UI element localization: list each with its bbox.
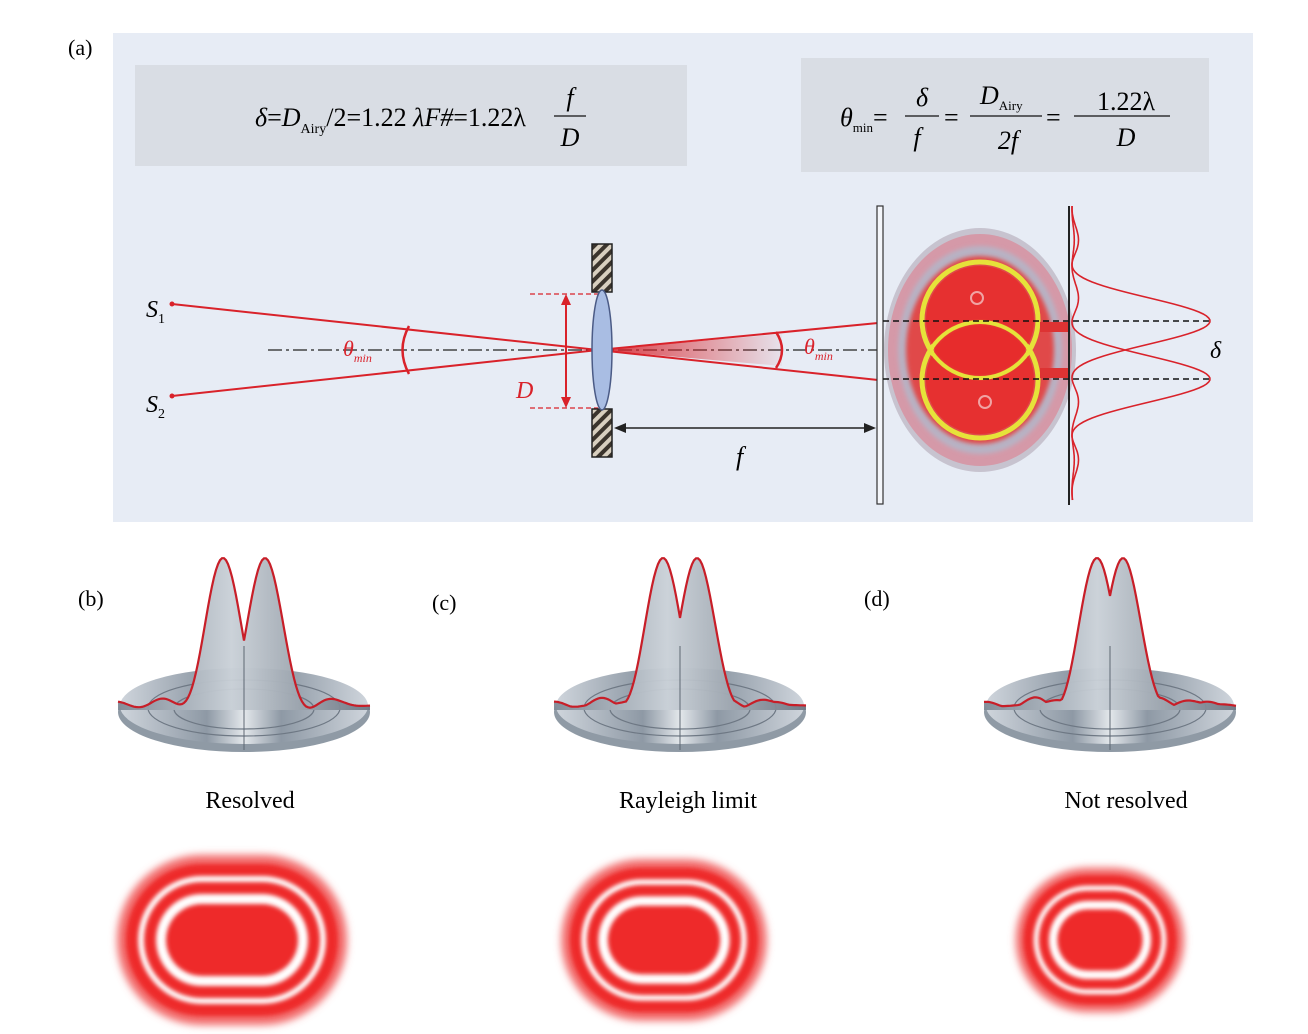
image-screen [876, 205, 884, 505]
panel-label-a: (a) [68, 35, 92, 60]
aperture-label: D [515, 378, 533, 404]
formula-right: θmin= δ f = DAiry 2f = 1.22λ D [840, 81, 1170, 155]
svg-text:δ: δ [916, 83, 929, 112]
surface-not-resolved [983, 557, 1237, 752]
airy-rings-rayleigh-limit [561, 859, 767, 1021]
source-s1-label: S1 [146, 297, 165, 327]
panel-label-c: (c) [432, 590, 456, 615]
intensity-profiles [1071, 205, 1211, 501]
svg-text:=: = [1046, 103, 1061, 132]
theta-min-left: θmin [343, 336, 372, 365]
theta-min-right: θmin [804, 334, 833, 363]
angle-arc-right [774, 331, 784, 369]
light-rays [171, 303, 879, 397]
svg-text:D: D [560, 123, 580, 152]
delta-label: δ [1210, 338, 1222, 364]
caption-resolved: Resolved [205, 788, 294, 814]
svg-text:f: f [566, 83, 577, 112]
caption-not-resolved: Not resolved [1064, 788, 1187, 814]
caption-rayleigh-limit: Rayleigh limit [619, 788, 757, 814]
aperture-stop-bottom [591, 408, 613, 458]
airy-pattern-image [884, 228, 1076, 472]
svg-text:2f: 2f [998, 126, 1022, 155]
angle-arc-left [401, 325, 411, 375]
aperture-arrow-bottom [561, 397, 571, 408]
svg-text:δ=DAiry/2=1.22 λF#=1.22λ: δ=DAiry/2=1.22 λF#=1.22λ [255, 103, 526, 137]
panel-label-d: (d) [864, 586, 890, 611]
surface-resolved [117, 557, 371, 752]
svg-text:f: f [913, 123, 924, 152]
airy-rings-resolved [117, 855, 347, 1025]
airy-rings-not-resolved [1015, 867, 1185, 1013]
svg-text:1.22λ: 1.22λ [1097, 87, 1156, 116]
surface-rayleigh-limit [553, 557, 807, 752]
formula-left: δ=DAiry/2=1.22 λF#=1.22λ f D [255, 83, 586, 152]
svg-text:DAiry: DAiry [979, 81, 1023, 113]
svg-text:=: = [944, 103, 959, 132]
formula-box-right [801, 58, 1209, 172]
svg-text:θmin=: θmin= [840, 103, 888, 135]
source-s2-label: S2 [146, 392, 165, 422]
ray-cone [598, 334, 782, 366]
panel-label-b: (b) [78, 586, 104, 611]
aperture-arrow-top [561, 294, 571, 305]
svg-text:D: D [1116, 123, 1136, 152]
focal-length-label: f [736, 442, 747, 471]
lens [591, 289, 613, 411]
formula-box-left [135, 65, 687, 166]
aperture-stop-top [591, 243, 613, 293]
